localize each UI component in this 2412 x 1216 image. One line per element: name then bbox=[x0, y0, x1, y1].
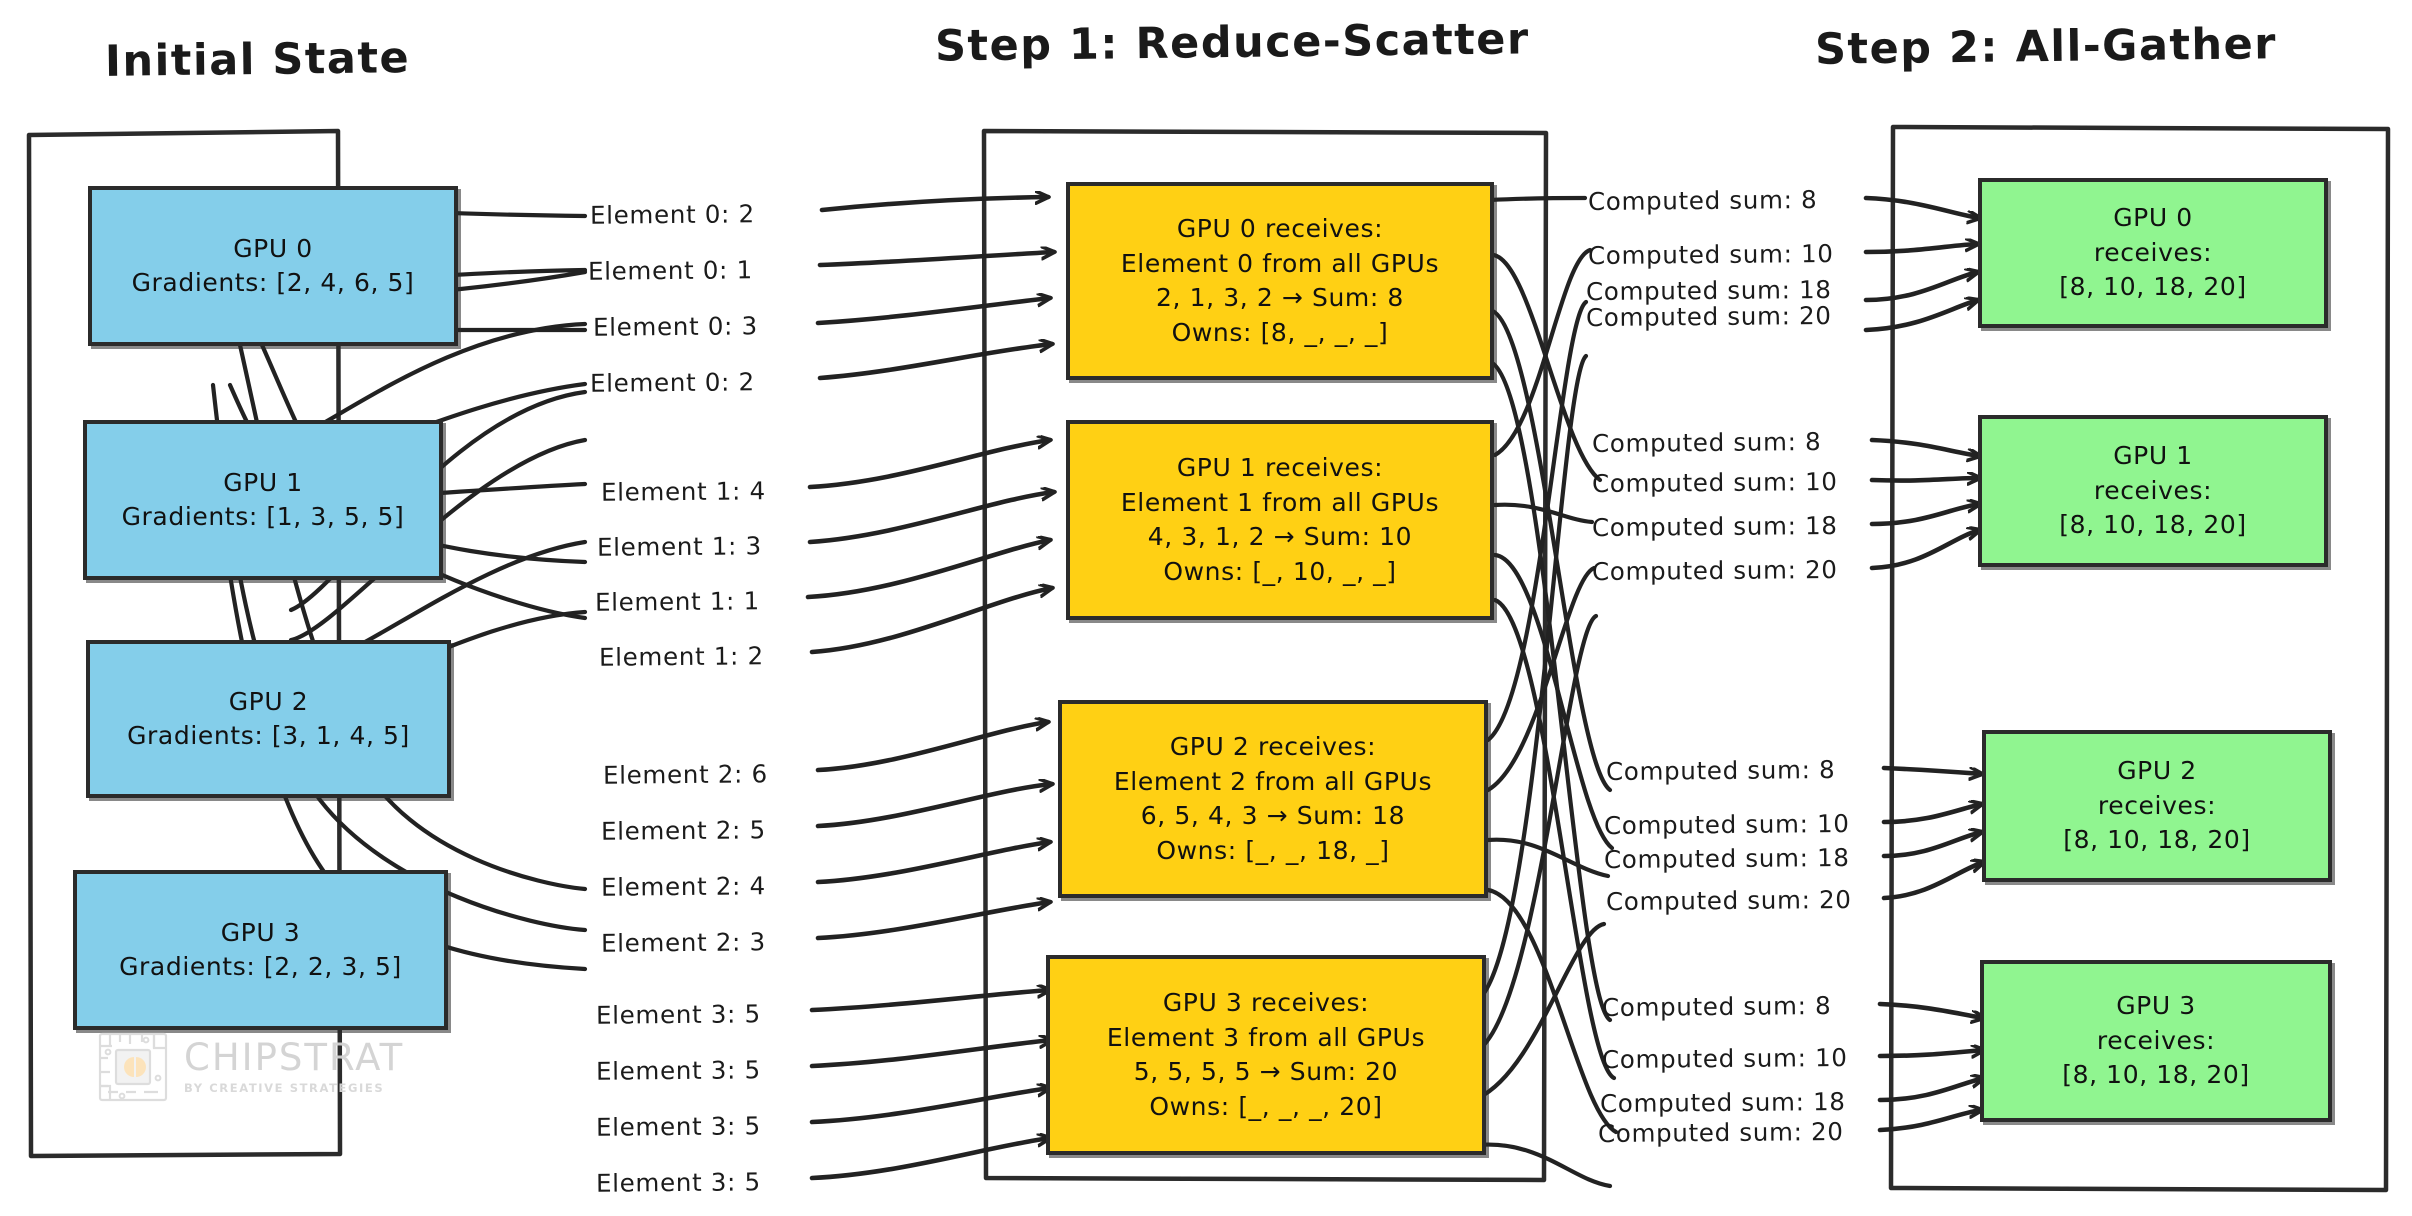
scatter-edge-label-0: Element 0: 2 bbox=[589, 199, 755, 230]
all-gather-gpu-name-2: GPU 2 bbox=[2117, 756, 2197, 786]
gather-edge-label-4: Computed sum: 8 bbox=[1591, 426, 1822, 459]
reduce-scatter-line2-0: Element 0 from all GPUs bbox=[1120, 248, 1440, 278]
reduce-scatter-line3-3: 5, 5, 5, 5 → Sum: 20 bbox=[1133, 1057, 1399, 1086]
all-gather-receives-label-0: receives: bbox=[2093, 237, 2213, 267]
all-gather-receives-label-3: receives: bbox=[2096, 1025, 2216, 1055]
initial-gpu-node-0[interactable]: GPU 0 Gradients: [2, 4, 6, 5] bbox=[88, 186, 458, 346]
scatter-edge-label-4: Element 1: 4 bbox=[600, 476, 766, 507]
scatter-edge-label-1: Element 0: 1 bbox=[587, 255, 753, 286]
initial-gpu-node-3[interactable]: GPU 3 Gradients: [2, 2, 3, 5] bbox=[73, 870, 448, 1030]
reduce-scatter-line2-3: Element 3 from all GPUs bbox=[1106, 1022, 1426, 1052]
scatter-edge-label-8: Element 2: 6 bbox=[602, 759, 768, 790]
scatter-edge-label-9: Element 2: 5 bbox=[600, 815, 766, 846]
reduce-scatter-line4-2: Owns: [_, _, 18, _] bbox=[1156, 835, 1390, 865]
scatter-edge-label-14: Element 3: 5 bbox=[595, 1111, 761, 1142]
reduce-scatter-line1-0: GPU 0 receives: bbox=[1176, 214, 1384, 243]
gather-edge-label-6: Computed sum: 18 bbox=[1591, 510, 1838, 543]
scatter-edge-label-7: Element 1: 2 bbox=[598, 641, 764, 672]
all-gather-node-3[interactable]: GPU 3 receives: [8, 10, 18, 20] bbox=[1980, 960, 2332, 1122]
gather-edge-label-10: Computed sum: 18 bbox=[1603, 842, 1850, 875]
initial-gpu-gradients-3: Gradients: [2, 2, 3, 5] bbox=[119, 952, 402, 981]
gather-edge-label-5: Computed sum: 10 bbox=[1591, 466, 1838, 499]
initial-gpu-name-3: GPU 3 bbox=[220, 917, 301, 947]
initial-gpu-name-2: GPU 2 bbox=[228, 686, 309, 716]
scatter-edge-label-3: Element 0: 2 bbox=[589, 367, 755, 398]
gather-edge-label-9: Computed sum: 10 bbox=[1603, 808, 1850, 841]
scatter-edge-label-13: Element 3: 5 bbox=[595, 1055, 761, 1086]
reduce-scatter-line4-0: Owns: [8, _, _, _] bbox=[1171, 317, 1389, 347]
all-gather-node-2[interactable]: GPU 2 receives: [8, 10, 18, 20] bbox=[1982, 730, 2332, 882]
group-container-initial-state bbox=[26, 128, 343, 1159]
all-gather-values-0: [8, 10, 18, 20] bbox=[2059, 272, 2247, 302]
all-gather-gpu-name-3: GPU 3 bbox=[2116, 991, 2196, 1021]
column-title-reduce-scatter: Step 1: Reduce-Scatter bbox=[934, 14, 1530, 72]
group-container-all-gather bbox=[1888, 124, 2391, 1193]
reduce-scatter-line3-2: 6, 5, 4, 3 → Sum: 18 bbox=[1140, 801, 1406, 830]
reduce-scatter-line1-1: GPU 1 receives: bbox=[1176, 453, 1384, 482]
gather-edge-label-7: Computed sum: 20 bbox=[1591, 554, 1838, 587]
reduce-scatter-node-1[interactable]: GPU 1 receives: Element 1 from all GPUs … bbox=[1066, 420, 1494, 620]
scatter-edge-label-11: Element 2: 3 bbox=[600, 927, 766, 958]
gather-edge-label-14: Computed sum: 18 bbox=[1599, 1086, 1846, 1119]
all-gather-gpu-name-0: GPU 0 bbox=[2113, 203, 2193, 233]
gather-edge-label-0: Computed sum: 8 bbox=[1587, 184, 1818, 217]
scatter-edge-label-15: Element 3: 5 bbox=[595, 1167, 761, 1198]
scatter-edge-label-12: Element 3: 5 bbox=[595, 999, 761, 1030]
all-gather-receives-label-2: receives: bbox=[2097, 790, 2217, 820]
all-gather-gpu-name-1: GPU 1 bbox=[2113, 441, 2193, 471]
all-gather-node-1[interactable]: GPU 1 receives: [8, 10, 18, 20] bbox=[1978, 415, 2328, 567]
reduce-scatter-line4-3: Owns: [_, _, _, 20] bbox=[1149, 1091, 1383, 1121]
gather-edge-label-12: Computed sum: 8 bbox=[1601, 990, 1832, 1023]
reduce-scatter-line4-1: Owns: [_, 10, _, _] bbox=[1163, 556, 1397, 586]
gather-edge-label-8: Computed sum: 8 bbox=[1605, 754, 1836, 787]
initial-gpu-gradients-1: Gradients: [1, 3, 5, 5] bbox=[121, 502, 405, 531]
initial-gpu-gradients-2: Gradients: [3, 1, 4, 5] bbox=[127, 721, 410, 750]
scatter-edge-label-2: Element 0: 3 bbox=[592, 311, 758, 342]
initial-gpu-name-0: GPU 0 bbox=[233, 233, 313, 263]
gather-edge-label-11: Computed sum: 20 bbox=[1605, 884, 1852, 917]
scatter-edge-label-10: Element 2: 4 bbox=[600, 871, 766, 902]
gather-edge-label-1: Computed sum: 10 bbox=[1587, 238, 1834, 271]
column-title-all-gather: Step 2: All-Gather bbox=[1814, 19, 2278, 75]
all-gather-values-1: [8, 10, 18, 20] bbox=[2059, 510, 2247, 540]
gather-edge-label-13: Computed sum: 10 bbox=[1601, 1042, 1848, 1075]
all-gather-receives-label-1: receives: bbox=[2093, 475, 2213, 505]
gather-edge-label-3: Computed sum: 20 bbox=[1585, 300, 1832, 333]
watermark: CHIPSTRAT BY CREATIVE STRATEGIES bbox=[96, 1030, 404, 1104]
all-gather-values-2: [8, 10, 18, 20] bbox=[2063, 825, 2251, 855]
reduce-to-sumlabel-connectors bbox=[1475, 195, 1619, 1189]
reduce-scatter-node-3[interactable]: GPU 3 receives: Element 3 from all GPUs … bbox=[1046, 955, 1486, 1155]
initial-gpu-name-1: GPU 1 bbox=[223, 467, 303, 497]
label-to-reduce-connectors bbox=[805, 197, 1054, 1181]
reduce-scatter-node-2[interactable]: GPU 2 receives: Element 2 from all GPUs … bbox=[1058, 700, 1488, 898]
reduce-scatter-line2-1: Element 1 from all GPUs bbox=[1120, 487, 1440, 517]
all-gather-node-0[interactable]: GPU 0 receives: [8, 10, 18, 20] bbox=[1978, 178, 2328, 328]
scatter-edge-label-5: Element 1: 3 bbox=[596, 531, 762, 562]
reduce-scatter-line1-3: GPU 3 receives: bbox=[1162, 988, 1370, 1017]
reduce-scatter-line1-2: GPU 2 receives: bbox=[1169, 732, 1377, 761]
initial-gpu-node-2[interactable]: GPU 2 Gradients: [3, 1, 4, 5] bbox=[86, 640, 451, 798]
gather-edge-label-15: Computed sum: 20 bbox=[1597, 1116, 1844, 1149]
reduce-scatter-line3-0: 2, 1, 3, 2 → Sum: 8 bbox=[1156, 283, 1404, 312]
watermark-tagline: BY CREATIVE STRATEGIES bbox=[184, 1081, 385, 1095]
reduce-scatter-line2-2: Element 2 from all GPUs bbox=[1113, 766, 1433, 796]
all-gather-values-3: [8, 10, 18, 20] bbox=[2062, 1060, 2250, 1090]
initial-gpu-gradients-0: Gradients: [2, 4, 6, 5] bbox=[131, 268, 415, 297]
sumlabel-to-gather-connectors bbox=[1863, 195, 1984, 1133]
chip-logo-icon bbox=[98, 1032, 168, 1102]
initial-gpu-node-1[interactable]: GPU 1 Gradients: [1, 3, 5, 5] bbox=[83, 420, 443, 580]
reduce-scatter-line3-1: 4, 3, 1, 2 → Sum: 10 bbox=[1147, 522, 1413, 551]
watermark-brand-name: CHIPSTRAT bbox=[184, 1036, 405, 1079]
reduce-scatter-node-0[interactable]: GPU 0 receives: Element 0 from all GPUs … bbox=[1066, 182, 1494, 380]
column-title-initial-state: Initial State bbox=[104, 33, 411, 87]
group-container-reduce-scatter bbox=[981, 128, 1549, 1183]
scatter-edge-label-6: Element 1: 1 bbox=[594, 586, 760, 617]
